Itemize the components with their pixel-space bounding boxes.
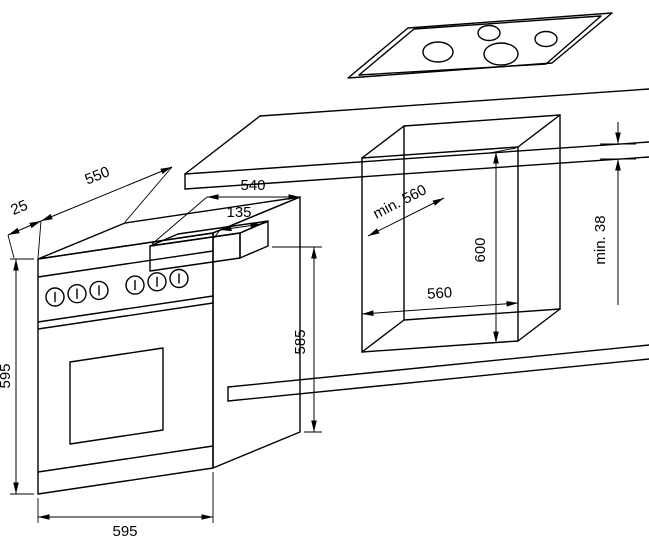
- label-niche-min-depth: min. 560: [370, 181, 429, 222]
- dim-oven-width: 595: [37, 472, 214, 540]
- knob-icon: [147, 272, 167, 292]
- worktop-cutout: [361, 114, 561, 159]
- label-oven-depth: 550: [83, 163, 113, 188]
- control-housing: [149, 220, 269, 272]
- dim-oven-top-width: 540: [151, 177, 300, 245]
- worktop-drawing: [184, 88, 649, 402]
- hob-inner-edge: [358, 15, 602, 76]
- oven-drawing: [37, 196, 301, 495]
- label-worktop-thickness: min. 38: [592, 215, 609, 264]
- knob-icon: [67, 284, 87, 304]
- control-knobs: [45, 268, 189, 307]
- hob-burner-left: [422, 41, 454, 63]
- knob-icon: [169, 268, 189, 289]
- dim-oven-height-front: 595: [0, 258, 34, 495]
- dim-niche-width: 560: [361, 284, 519, 316]
- oven-right-face: [212, 196, 301, 469]
- label-niche-width: 560: [427, 284, 453, 303]
- hob-burner-right: [534, 30, 558, 48]
- hob-drawing: [347, 12, 613, 79]
- dimension-annotations: 595 595 585 540 135: [0, 122, 636, 540]
- label-oven-height-front: 595: [0, 363, 14, 388]
- hob-burner-front-large: [483, 42, 519, 66]
- label-oven-top-width: 540: [240, 177, 265, 194]
- label-oven-width: 595: [112, 523, 137, 540]
- dim-control-panel-depth: 135: [213, 204, 269, 239]
- dim-worktop-thickness: min. 38: [592, 122, 636, 305]
- dim-niche-min-depth: min. 560: [367, 181, 445, 237]
- dim-door-offset: 25: [7, 197, 42, 259]
- label-oven-height-back: 585: [292, 329, 309, 354]
- knob-icon: [125, 275, 145, 295]
- label-niche-height: 600: [472, 237, 489, 262]
- label-control-panel-depth: 135: [226, 204, 251, 221]
- oven-door-window: [69, 347, 164, 445]
- label-door-offset: 25: [8, 197, 30, 219]
- oven-front-face: [37, 232, 214, 495]
- dim-niche-height: 600: [472, 147, 517, 343]
- hob-burner-back: [477, 24, 501, 42]
- knob-icon: [89, 280, 109, 301]
- knob-icon: [45, 287, 65, 307]
- dim-oven-depth: 550: [40, 163, 173, 223]
- dim-oven-height-back: 585: [272, 246, 322, 433]
